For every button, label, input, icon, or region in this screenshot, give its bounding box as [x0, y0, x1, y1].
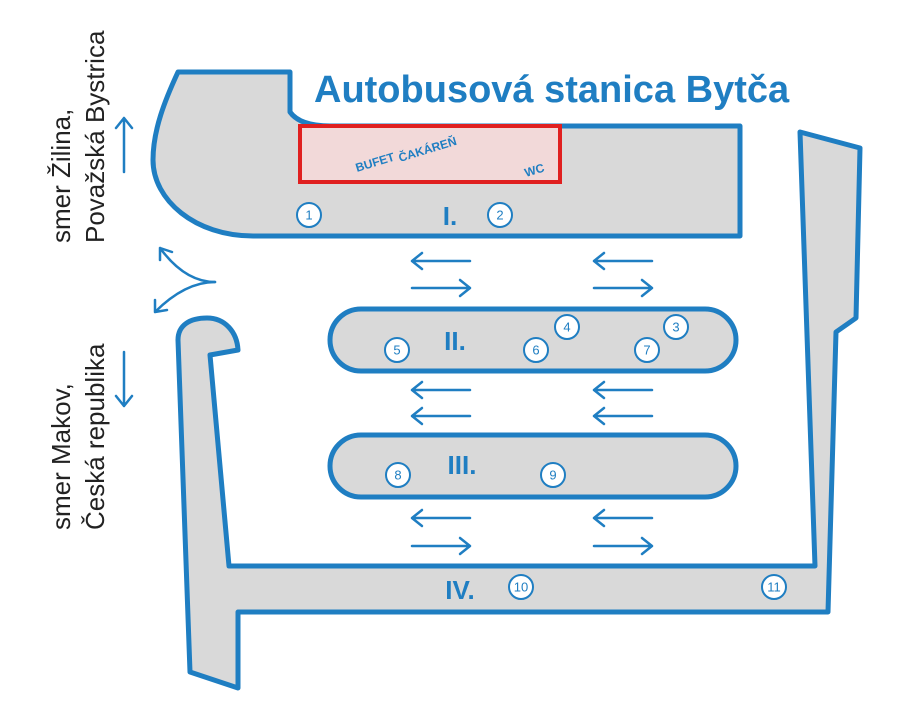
building-wc: WC — [523, 161, 547, 180]
arrow-left-icon — [592, 251, 654, 271]
svg-text:6: 6 — [532, 343, 539, 358]
arrow-right-icon — [592, 278, 654, 298]
svg-text:7: 7 — [643, 343, 650, 358]
svg-text:1: 1 — [305, 208, 312, 223]
stop-9: 9 — [540, 462, 566, 488]
stop-7: 7 — [634, 337, 660, 363]
platform-label-2: II. — [444, 326, 466, 356]
svg-text:10: 10 — [514, 580, 528, 595]
svg-text:9: 9 — [549, 468, 556, 483]
stop-2: 2 — [487, 202, 513, 228]
svg-text:11: 11 — [767, 580, 781, 595]
platform-label-4: IV. — [445, 575, 474, 605]
arrow-left-icon — [592, 380, 654, 400]
station-title: Autobusová stanica Bytča — [314, 69, 790, 111]
svg-text:3: 3 — [672, 320, 679, 335]
svg-text:5: 5 — [393, 343, 400, 358]
arrow-right-icon — [592, 536, 654, 556]
arrow-left-icon — [410, 508, 472, 528]
arrow-left-icon — [592, 508, 654, 528]
direction-south-line1: smer Makov, — [46, 383, 76, 530]
direction-south-line2: Česká republika — [80, 343, 110, 530]
stop-5: 5 — [384, 337, 410, 363]
platform-3 — [327, 432, 739, 500]
direction-north-line2: Považská Bystrica — [80, 30, 110, 243]
arrow-right-icon — [410, 278, 472, 298]
platform-label-3: III. — [448, 450, 477, 480]
svg-text:2: 2 — [496, 208, 503, 223]
arrow-left-icon — [410, 380, 472, 400]
svg-text:4: 4 — [563, 320, 570, 335]
arrow-left-icon — [410, 406, 472, 426]
arrow-up-icon — [114, 116, 134, 174]
traffic-arrows — [410, 251, 654, 556]
arrow-right-icon — [410, 536, 472, 556]
stop-6: 6 — [523, 337, 549, 363]
stop-4: 4 — [554, 314, 580, 340]
platform-label-1: I. — [443, 201, 457, 231]
fork-arrows-icon — [153, 246, 217, 314]
stop-3: 3 — [663, 314, 689, 340]
arrow-down-icon — [114, 350, 134, 408]
stop-10: 10 — [508, 574, 534, 600]
station-building — [298, 124, 562, 184]
arrow-left-icon — [410, 251, 472, 271]
stop-11: 11 — [761, 574, 787, 600]
stop-1: 1 — [296, 202, 322, 228]
direction-north-line1: smer Žilina, — [46, 109, 76, 243]
arrow-left-icon — [592, 406, 654, 426]
stop-8: 8 — [385, 462, 411, 488]
svg-text:8: 8 — [394, 468, 401, 483]
